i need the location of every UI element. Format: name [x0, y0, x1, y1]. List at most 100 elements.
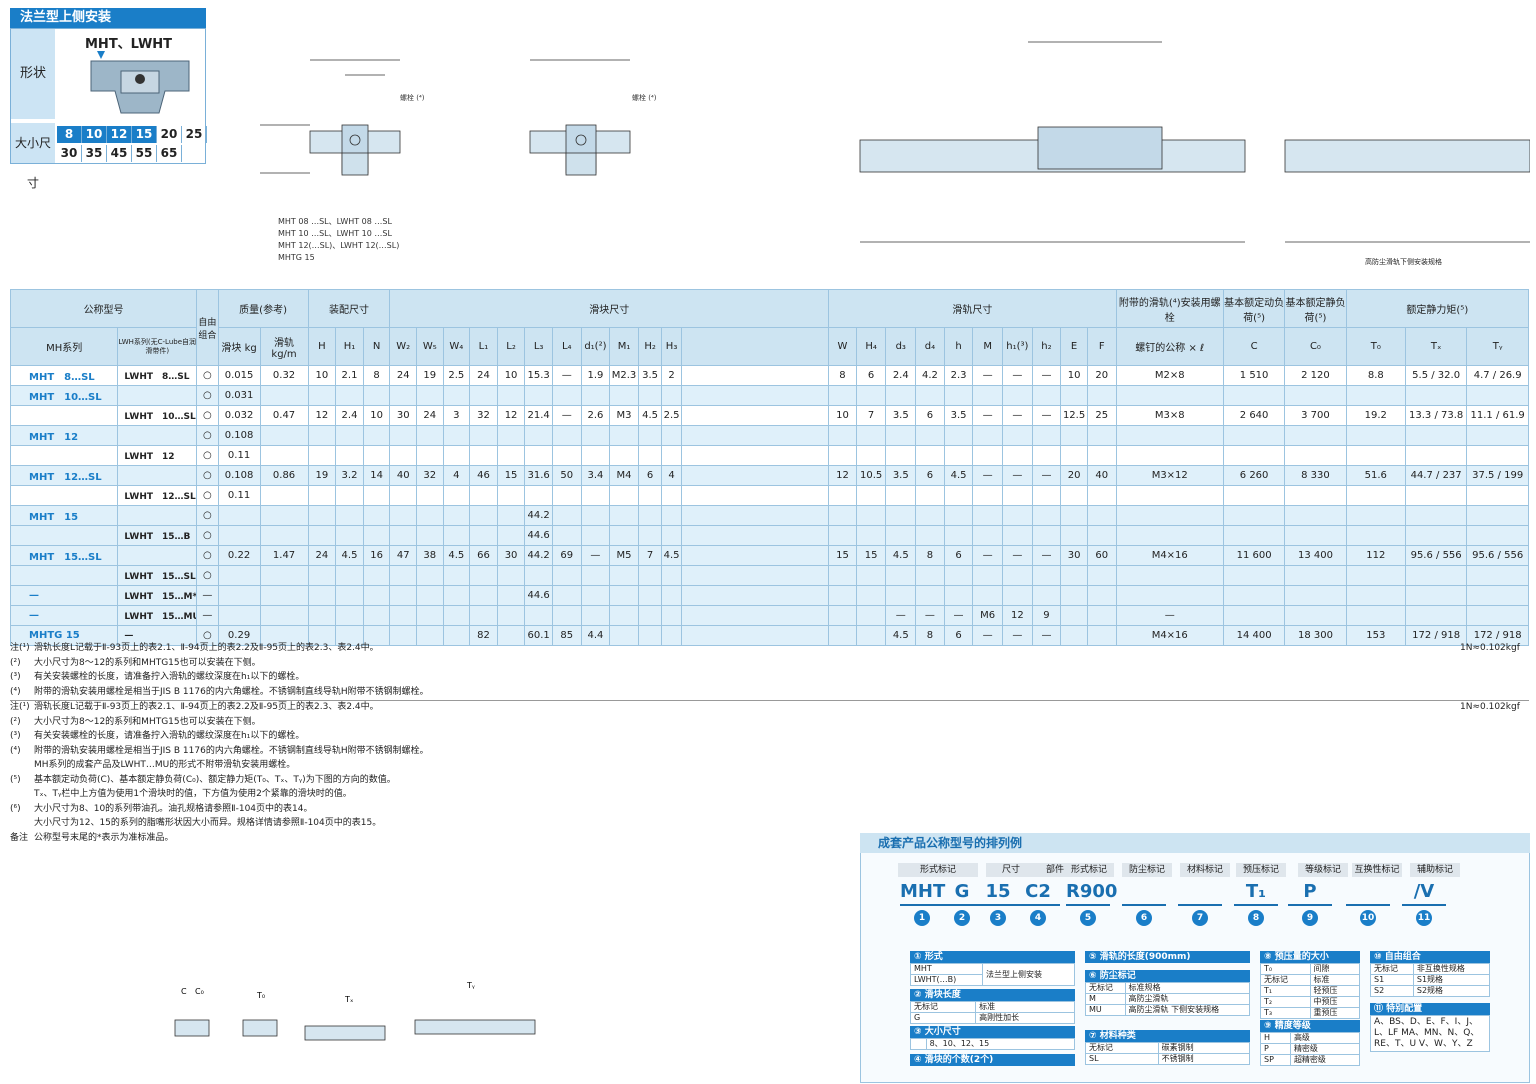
cell-ty — [1466, 485, 1529, 506]
cell-m: M6 — [972, 605, 1003, 626]
mn-code: C2 — [1016, 880, 1060, 906]
caption-line: MHT 12(…SL)、LWHT 12(…SL) — [278, 241, 400, 250]
cell-e — [1060, 525, 1088, 546]
note-line: 注(¹)滑轨长度L记载于Ⅱ-93页上的表2.1、Ⅱ-94页上的表2.2及Ⅱ-95… — [10, 700, 429, 715]
cell-h — [307, 505, 337, 526]
cell-h1: 3.2 — [335, 465, 364, 486]
cell: SL — [1085, 1053, 1159, 1065]
cell-w4 — [442, 385, 471, 406]
cell-w — [828, 485, 857, 506]
cell-d4: — — [915, 605, 945, 626]
cell-l4 — [551, 425, 582, 446]
cell-h2 — [1031, 505, 1062, 526]
cell-l3: 60.1 — [524, 625, 553, 646]
col-d3: d₃ — [885, 327, 917, 366]
cell-w5: 32 — [415, 465, 444, 486]
cell-h2 — [637, 605, 663, 626]
cell-h3: 4 — [661, 465, 682, 486]
note-line: 大小尺寸为12、15的系列的脂嘴形状因大小而异。规格详情请参照Ⅱ-104页中的表… — [10, 816, 429, 831]
cell-m — [972, 565, 1003, 586]
col-W4: W₄ — [442, 327, 471, 366]
mn-code: R900 — [1066, 880, 1117, 906]
note-line: Tₓ、Tᵧ栏中上方值为使用1个滑块时的值，下方值为使用2个紧靠的滑块时的值。 — [10, 787, 429, 802]
box-dust-title: ⑥ 防尘标记 — [1085, 970, 1250, 982]
cell: T₂ — [1260, 996, 1311, 1008]
cell-d3 — [885, 565, 917, 586]
cell-h4 — [855, 425, 887, 446]
cell-l3 — [524, 445, 553, 466]
cell: S2 — [1370, 985, 1414, 997]
cell-h — [307, 565, 337, 586]
cell-e — [1060, 605, 1088, 626]
size-35: 35 — [82, 145, 107, 162]
cell-c0 — [1284, 385, 1347, 406]
cell-m — [972, 445, 1003, 466]
cell-w2 — [389, 445, 417, 466]
cell-h3 — [661, 625, 682, 646]
notes-short: 注(¹)滑轨长度L记载于Ⅱ-93页上的表2.1、Ⅱ-94页上的表2.2及Ⅱ-95… — [10, 641, 429, 699]
box-special-title: ⑪ 特别配置 — [1370, 1003, 1490, 1015]
cell-h1 — [335, 425, 364, 446]
box-size-title: ③ 大小尺寸 — [910, 1026, 1075, 1038]
cell-block-mass: 0.031 — [217, 385, 261, 406]
cell-h1 — [1002, 385, 1033, 406]
size-15: 15 — [132, 126, 157, 143]
cell-t0: 112 — [1345, 545, 1406, 566]
cell-rail-mass — [259, 525, 309, 546]
cell-h: — — [943, 605, 974, 626]
cell-w4 — [442, 425, 471, 446]
note-key: (⁴) — [10, 686, 21, 697]
note-line: 备注公称型号末尾的*表示为准标准品。 — [10, 831, 429, 846]
cell-mh-model — [9, 485, 119, 506]
cell-block-mass: 0.22 — [217, 545, 261, 566]
label-C: C — [181, 987, 187, 996]
cell-w5 — [415, 425, 444, 446]
cell-h1: 4.5 — [335, 545, 364, 566]
cell-w4 — [442, 625, 471, 646]
size-30: 30 — [57, 145, 82, 162]
cell-w2 — [389, 585, 417, 606]
cell-l2: 15 — [496, 465, 526, 486]
cell-d4 — [915, 525, 945, 546]
hdr-mass: 质量(参考) — [217, 289, 309, 328]
note-key: 注(¹) — [10, 702, 30, 712]
cell-spacer — [680, 525, 830, 546]
cell-h — [307, 605, 337, 626]
note-text: 附带的滑轨安装用螺栓是相当于JIS B 1176的内六角螺栓。不锈钢制直线导轨H… — [34, 745, 429, 756]
cell-h1: — — [1002, 405, 1033, 426]
cell-free-combo: ○ — [196, 625, 219, 646]
cell-l4 — [551, 585, 582, 606]
cell-h1: — — [1002, 545, 1033, 566]
cell-free-combo: ○ — [196, 565, 219, 586]
cell-w5 — [415, 445, 444, 466]
cell-h — [943, 585, 974, 606]
cell-spacer — [680, 605, 830, 626]
cell: 间隙 — [1309, 963, 1360, 975]
cell-bolt: M3×8 — [1115, 405, 1224, 426]
size-label: 大小尺寸 — [11, 123, 55, 190]
cell: 重预压 — [1309, 1007, 1360, 1019]
note-key: (²) — [10, 657, 21, 668]
cell-free-combo: ○ — [196, 425, 219, 446]
col-T0: T₀ — [1345, 327, 1406, 366]
cell-h2 — [637, 585, 663, 606]
cell-t0: 8.8 — [1345, 365, 1406, 386]
cell-h3 — [661, 445, 682, 466]
cell-lwh-model: LWHT 15…M* — [117, 585, 198, 606]
cell-c0: 2 120 — [1284, 365, 1347, 386]
cell-h3 — [661, 565, 682, 586]
cell-m: — — [972, 465, 1003, 486]
cell-m1 — [609, 505, 639, 526]
cell-h2 — [1031, 525, 1062, 546]
cell-free-combo: ○ — [196, 445, 219, 466]
cell-h — [307, 525, 337, 546]
cell-e: 30 — [1060, 545, 1088, 566]
col-M1: M₁ — [609, 327, 639, 366]
col-F: F — [1086, 327, 1117, 366]
cell-bolt — [1115, 425, 1224, 446]
cell-d3: 3.5 — [885, 405, 917, 426]
cell-l2 — [496, 585, 526, 606]
cell-mh-model: — — [9, 585, 119, 606]
